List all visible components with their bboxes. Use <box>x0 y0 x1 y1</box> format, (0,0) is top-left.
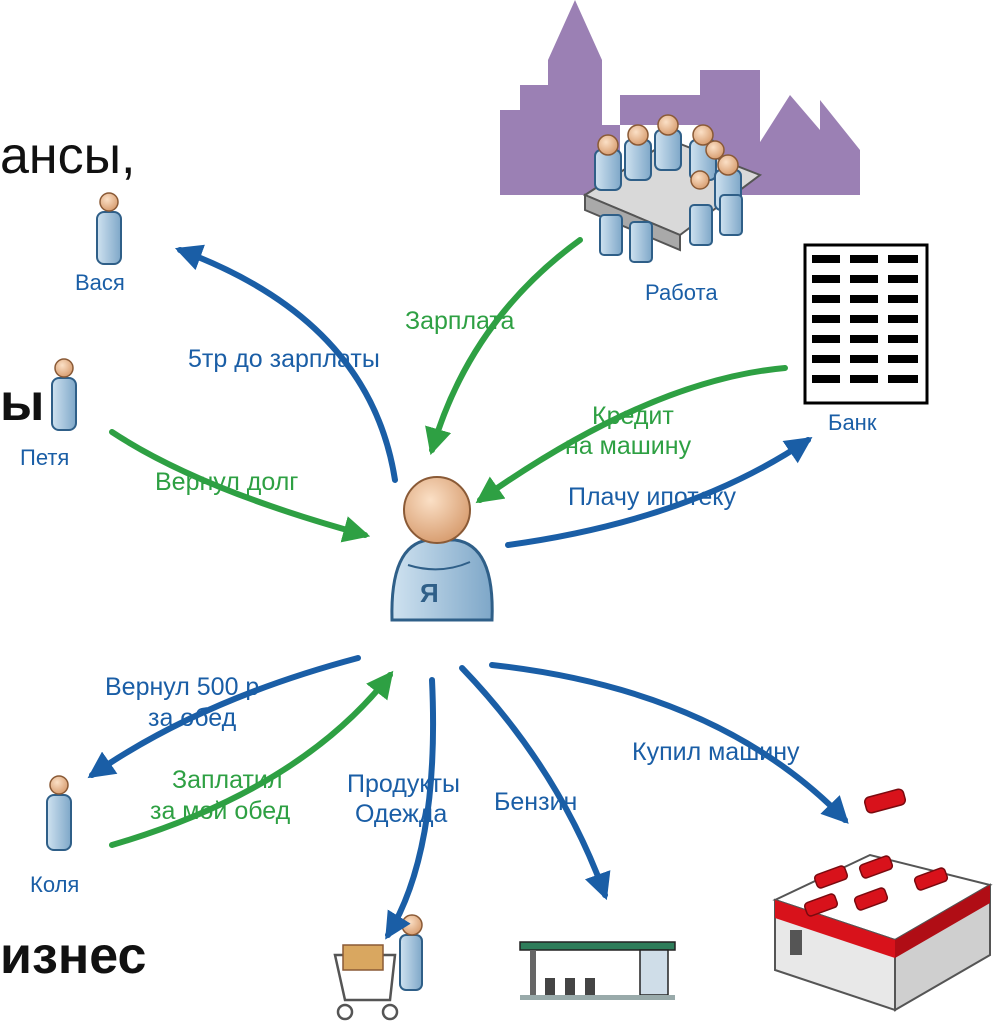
arrow-salary <box>425 237 583 456</box>
slide-text-bottom: изнес <box>0 927 147 985</box>
gas-station-icon <box>519 941 676 1000</box>
flow-label-gasoline: Бензин <box>494 788 578 816</box>
slide-text-top: ансы, <box>0 127 136 185</box>
arrow-car-credit <box>475 365 788 504</box>
flow-label-bought-car: Купил машину <box>632 738 800 766</box>
arrow-gasoline <box>459 665 611 901</box>
flow-label-loan-to-vasya: 5тр до зарплаты <box>188 345 380 373</box>
flow-arrows <box>87 237 849 940</box>
center-badge: Я <box>420 578 439 608</box>
node-label-kolya: Коля <box>30 872 80 897</box>
flow-label-salary: Зарплата <box>405 307 515 335</box>
arrow-paid-lunch <box>109 670 394 848</box>
flow-label-returned-500-2: за обед <box>148 704 237 732</box>
bank-building-icon <box>803 243 929 405</box>
arrow-returned-debt <box>109 429 371 543</box>
flow-label-returned-debt: Вернул долг <box>155 468 299 496</box>
node-label-bank: Банк <box>828 410 877 435</box>
person-kolya-icon <box>46 775 72 851</box>
flow-label-paid-lunch-2: за мой обед <box>150 797 291 825</box>
arrow-returned-500 <box>87 655 361 779</box>
node-label-vasya: Вася <box>75 270 125 295</box>
person-vasya-icon <box>96 192 122 265</box>
center-person-icon <box>390 476 494 622</box>
car-dealer-icon <box>772 788 993 1012</box>
flow-label-mortgage: Плачу ипотеку <box>568 483 737 511</box>
flow-label-paid-lunch-1: Заплатил <box>172 766 283 794</box>
slide-text-mid: ы <box>0 374 45 432</box>
arrow-loan-to-vasya <box>174 244 398 483</box>
flow-label-car-credit-1: Кредит <box>592 402 674 430</box>
flow-label-groceries-2: Одежда <box>355 800 448 828</box>
arrow-mortgage <box>505 436 813 548</box>
arrow-groceries <box>385 677 437 940</box>
arrow-bought-car <box>489 662 849 824</box>
shopping-cart-icon <box>333 914 423 1021</box>
node-label-work: Работа <box>645 280 718 305</box>
node-label-petya: Петя <box>20 445 70 470</box>
flow-label-returned-500-1: Вернул 500 р <box>105 673 260 701</box>
flow-label-groceries-1: Продукты <box>347 770 460 798</box>
flow-label-car-credit-2: на машину <box>565 432 692 460</box>
meeting-table-icon <box>582 114 763 263</box>
person-petya-icon <box>51 358 77 431</box>
